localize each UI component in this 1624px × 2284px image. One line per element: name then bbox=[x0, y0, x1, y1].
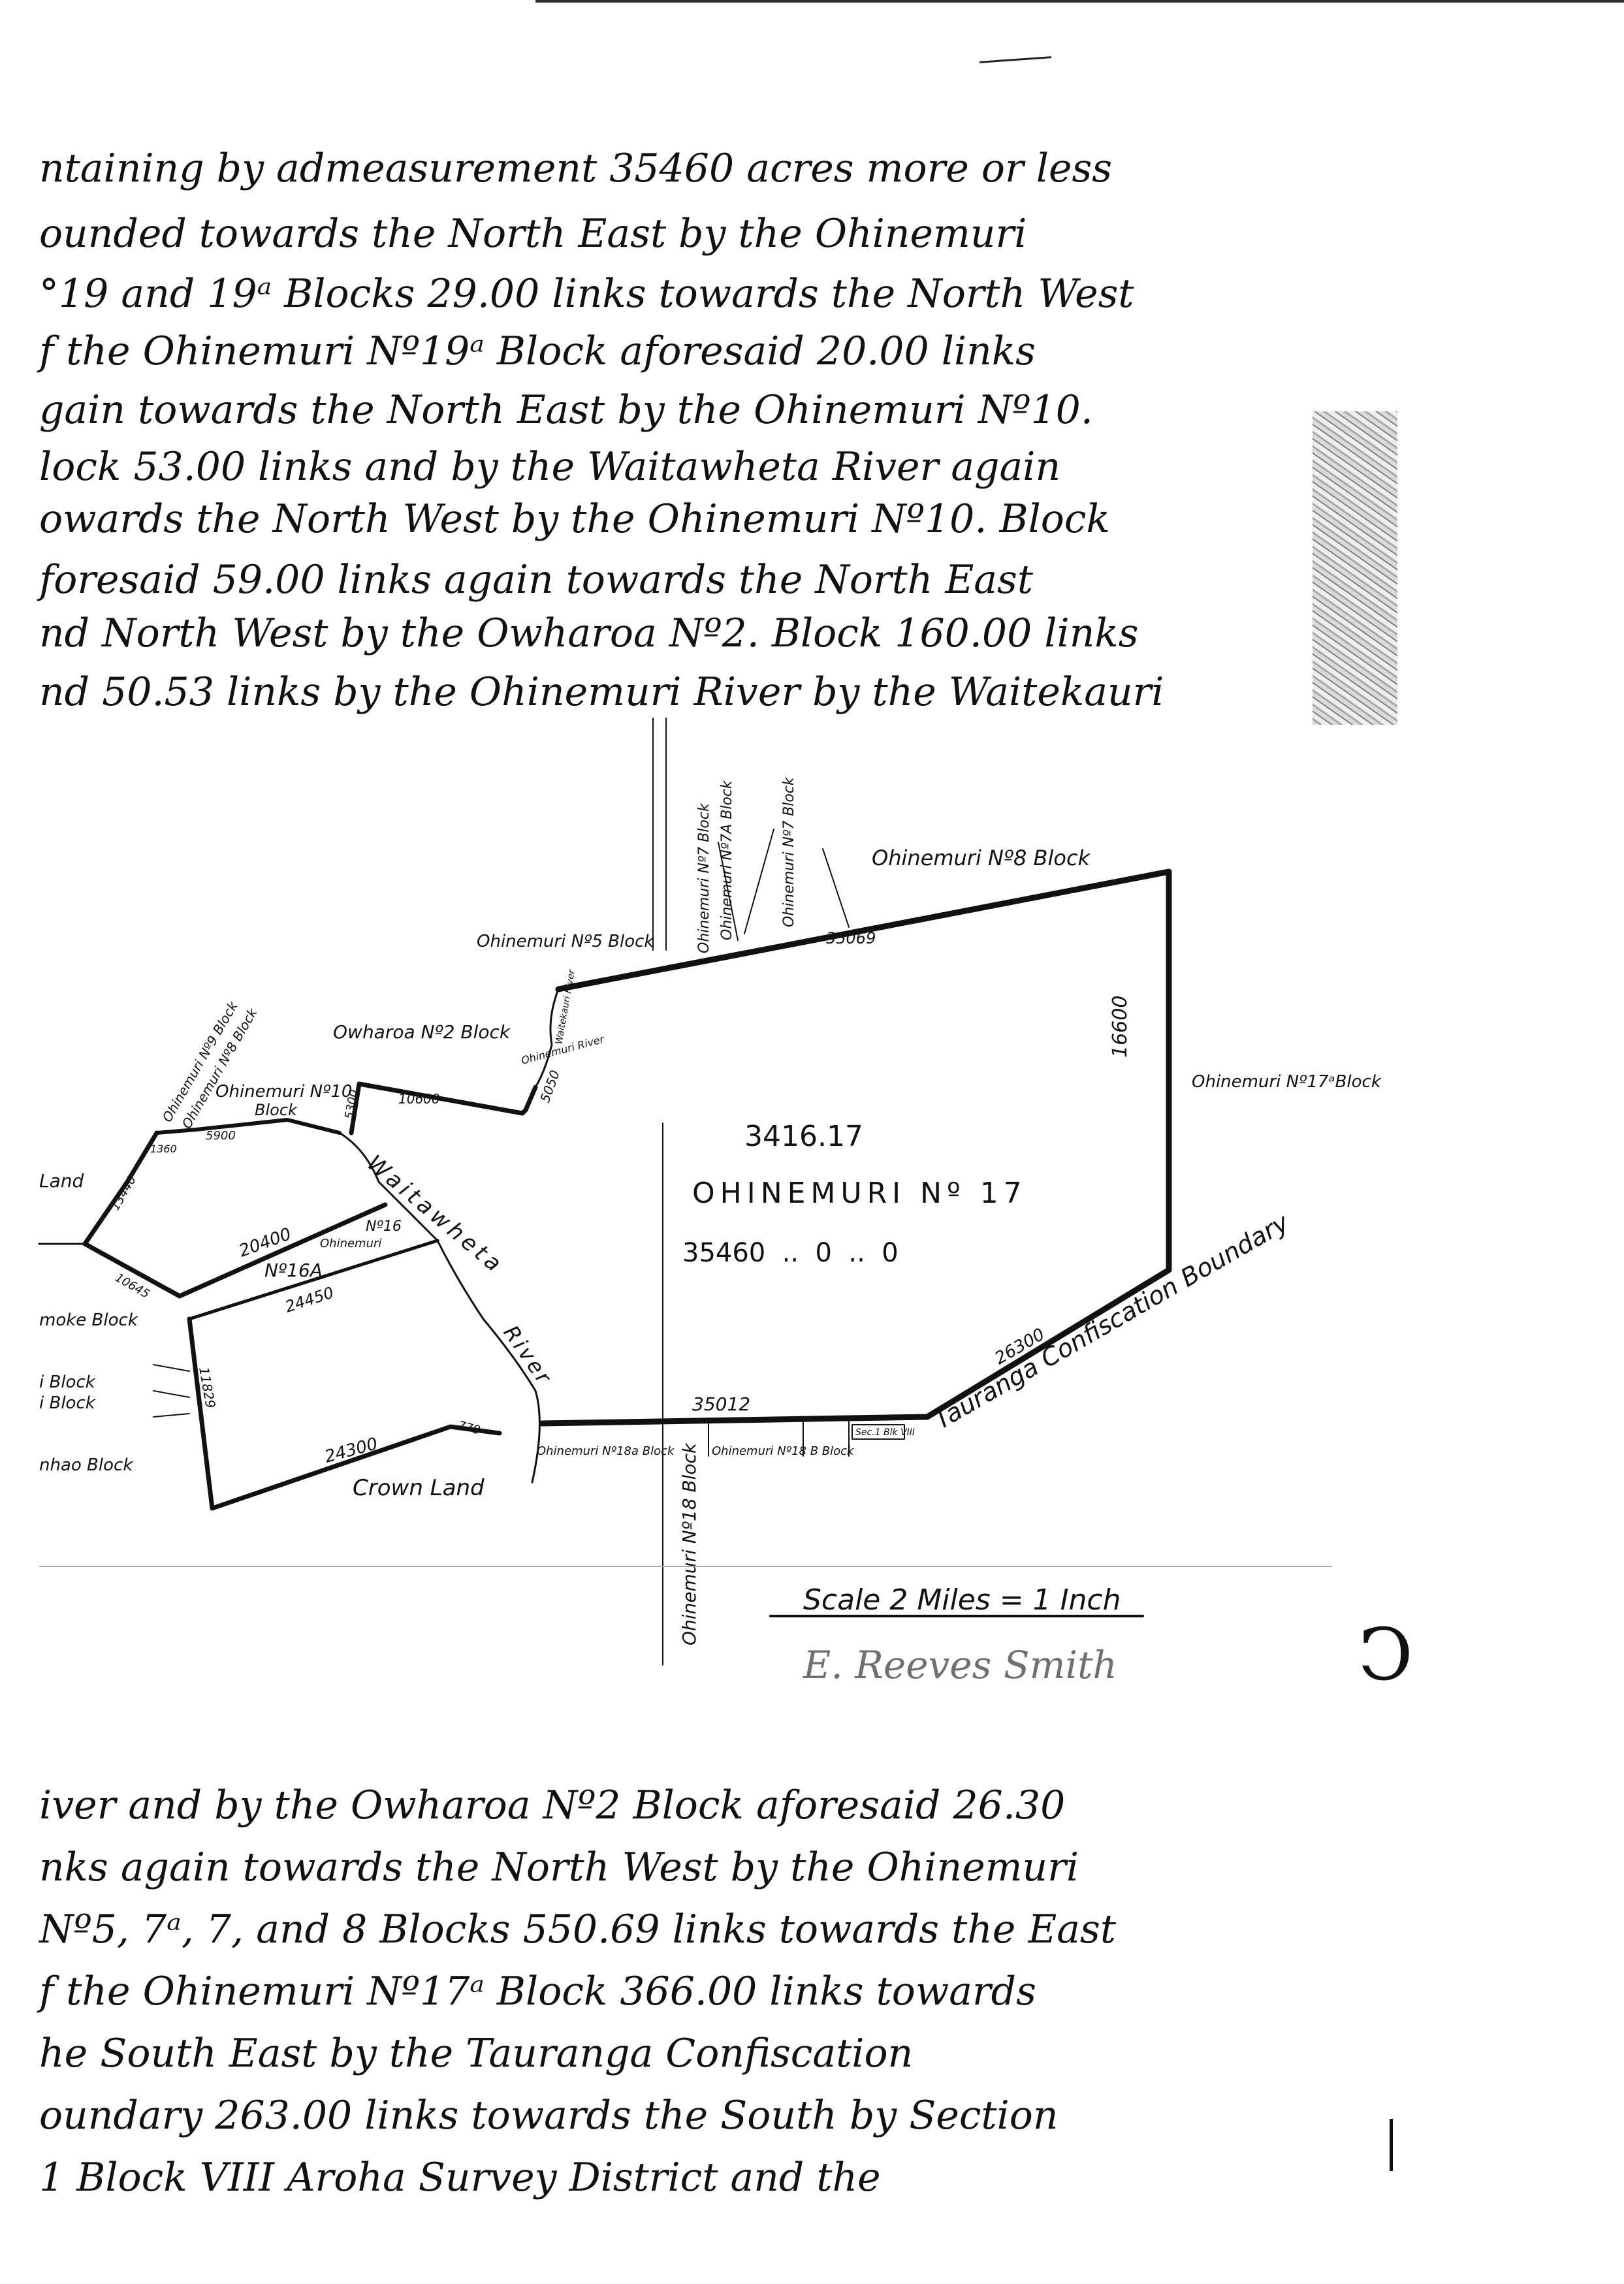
text-line: Nº5, 7ᵃ, 7, and 8 Blocks 550.69 links to… bbox=[39, 1907, 1116, 1952]
label-block7b: Ohinemuri Nº7 Block bbox=[781, 776, 797, 927]
label-waitawheta: Waitawheta bbox=[362, 1150, 509, 1279]
label-waitekauri-river: Waitekauri River bbox=[554, 968, 577, 1045]
survey-number: 3416.17 bbox=[744, 1120, 863, 1153]
label-moke: moke Block bbox=[39, 1310, 138, 1330]
block17-boundary bbox=[539, 868, 1172, 1427]
text-line: °19 and 19ᵃ Blocks 29.00 links towards t… bbox=[39, 271, 1134, 317]
label-n16: Nº16 bbox=[366, 1218, 402, 1235]
text-line: nd 50.53 links by the Ohinemuri River by… bbox=[39, 669, 1164, 715]
label-block7a: Ohinemuri Nº7A Block bbox=[719, 780, 735, 940]
top-edge-rule bbox=[535, 0, 1624, 3]
label-nhao: nhao Block bbox=[39, 1455, 133, 1475]
map-frame-line bbox=[39, 1566, 1332, 1567]
label-confiscation-boundary: Tauranga Confiscation Boundary bbox=[929, 1208, 1294, 1435]
dim-35012: 35012 bbox=[692, 1393, 750, 1415]
text-line: gain towards the North East by the Ohine… bbox=[39, 387, 1093, 433]
dim-10600: 10600 bbox=[398, 1091, 440, 1107]
text-line: owards the North West by the Ohinemuri N… bbox=[39, 496, 1110, 542]
line-11829 bbox=[187, 1316, 215, 1511]
label-land: Land bbox=[39, 1170, 84, 1192]
label-block5: Ohinemuri Nº5 Block bbox=[477, 932, 654, 951]
text-line: nks again towards the North West by the … bbox=[39, 1845, 1079, 1890]
line-24300 bbox=[210, 1424, 502, 1511]
text-line: 1 Block VIII Aroha Survey District and t… bbox=[39, 2155, 881, 2200]
label-block10: Ohinemuri Nº10 bbox=[215, 1082, 352, 1102]
text-line: lock 53.00 links and by the Waitawheta R… bbox=[39, 444, 1061, 490]
west-boundary bbox=[82, 1130, 182, 1299]
owharoa-boundary bbox=[349, 1081, 538, 1135]
label-block18: Ohinemuri Nº18 Block bbox=[678, 1442, 700, 1645]
block10-boundary bbox=[155, 1118, 342, 1135]
text-line: ntaining by admeasurement 35460 acres mo… bbox=[39, 146, 1113, 191]
text-line: ounded towards the North East by the Ohi… bbox=[39, 211, 1027, 257]
surveyor-signature: E. Reeves Smith bbox=[803, 1643, 1117, 1687]
text-line: foresaid 59.00 links again towards the N… bbox=[39, 557, 1033, 603]
dim-13440: 13440 bbox=[108, 1173, 139, 1213]
margin-hook-mark: Ↄ bbox=[1358, 1613, 1414, 1696]
margin-bar-mark bbox=[1390, 2119, 1393, 2171]
label-block8: Ohinemuri Nº8 Block bbox=[872, 846, 1091, 870]
label-block10-sub: Block bbox=[255, 1101, 298, 1119]
label-owharoa2: Owharoa Nº2 Block bbox=[333, 1021, 511, 1043]
label-crown-land: Crown Land bbox=[353, 1475, 485, 1501]
river-waitawheta bbox=[338, 1132, 541, 1483]
dim-5900: 5900 bbox=[206, 1129, 236, 1143]
text-line: f the Ohinemuri Nº17ᵃ Block 366.00 links… bbox=[39, 1969, 1036, 2014]
dim-16600: 16600 bbox=[1109, 996, 1132, 1058]
river-ohinemuri bbox=[534, 988, 560, 1088]
block-name: OHINEMURI Nº 17 bbox=[692, 1177, 1027, 1210]
dim-5050: 5050 bbox=[537, 1068, 563, 1105]
dim-778: 778 bbox=[456, 1419, 482, 1438]
label-block7: Ohinemuri Nº7 Block bbox=[696, 802, 712, 953]
dim-35069: 35069 bbox=[826, 929, 876, 947]
label-block-b: i Block bbox=[39, 1393, 96, 1413]
label-block-a: i Block bbox=[39, 1372, 96, 1392]
label-block17a: Ohinemuri Nº17ᵃBlock bbox=[1192, 1072, 1382, 1092]
label-block18a: Ohinemuri Nº18a Block bbox=[537, 1444, 675, 1458]
label-n16a: Nº16A bbox=[264, 1260, 323, 1281]
text-line: iver and by the Owharoa Nº2 Block afores… bbox=[39, 1783, 1066, 1828]
text-line: oundary 263.00 links towards the South b… bbox=[39, 2093, 1059, 2138]
dim-1360: 1360 bbox=[150, 1143, 177, 1155]
block-area: 35460 .. 0 .. 0 bbox=[682, 1238, 899, 1268]
label-block18b: Ohinemuri Nº18 B Block bbox=[712, 1444, 855, 1458]
label-n16-sub: Ohinemuri bbox=[320, 1237, 381, 1250]
scale-label: Scale 2 Miles = 1 Inch bbox=[803, 1583, 1121, 1617]
label-sec1: Sec.1 Blk VIII bbox=[855, 1427, 915, 1438]
line-24450 bbox=[187, 1239, 439, 1321]
text-line: f the Ohinemuri Nº19ᵃ Block aforesaid 20… bbox=[39, 328, 1036, 374]
text-line: he South East by the Tauranga Confiscati… bbox=[39, 2031, 914, 2076]
text-line: nd North West by the Owharoa Nº2. Block … bbox=[39, 611, 1139, 656]
scan-photo-fragment bbox=[1313, 411, 1397, 725]
line-20400 bbox=[177, 1202, 388, 1299]
